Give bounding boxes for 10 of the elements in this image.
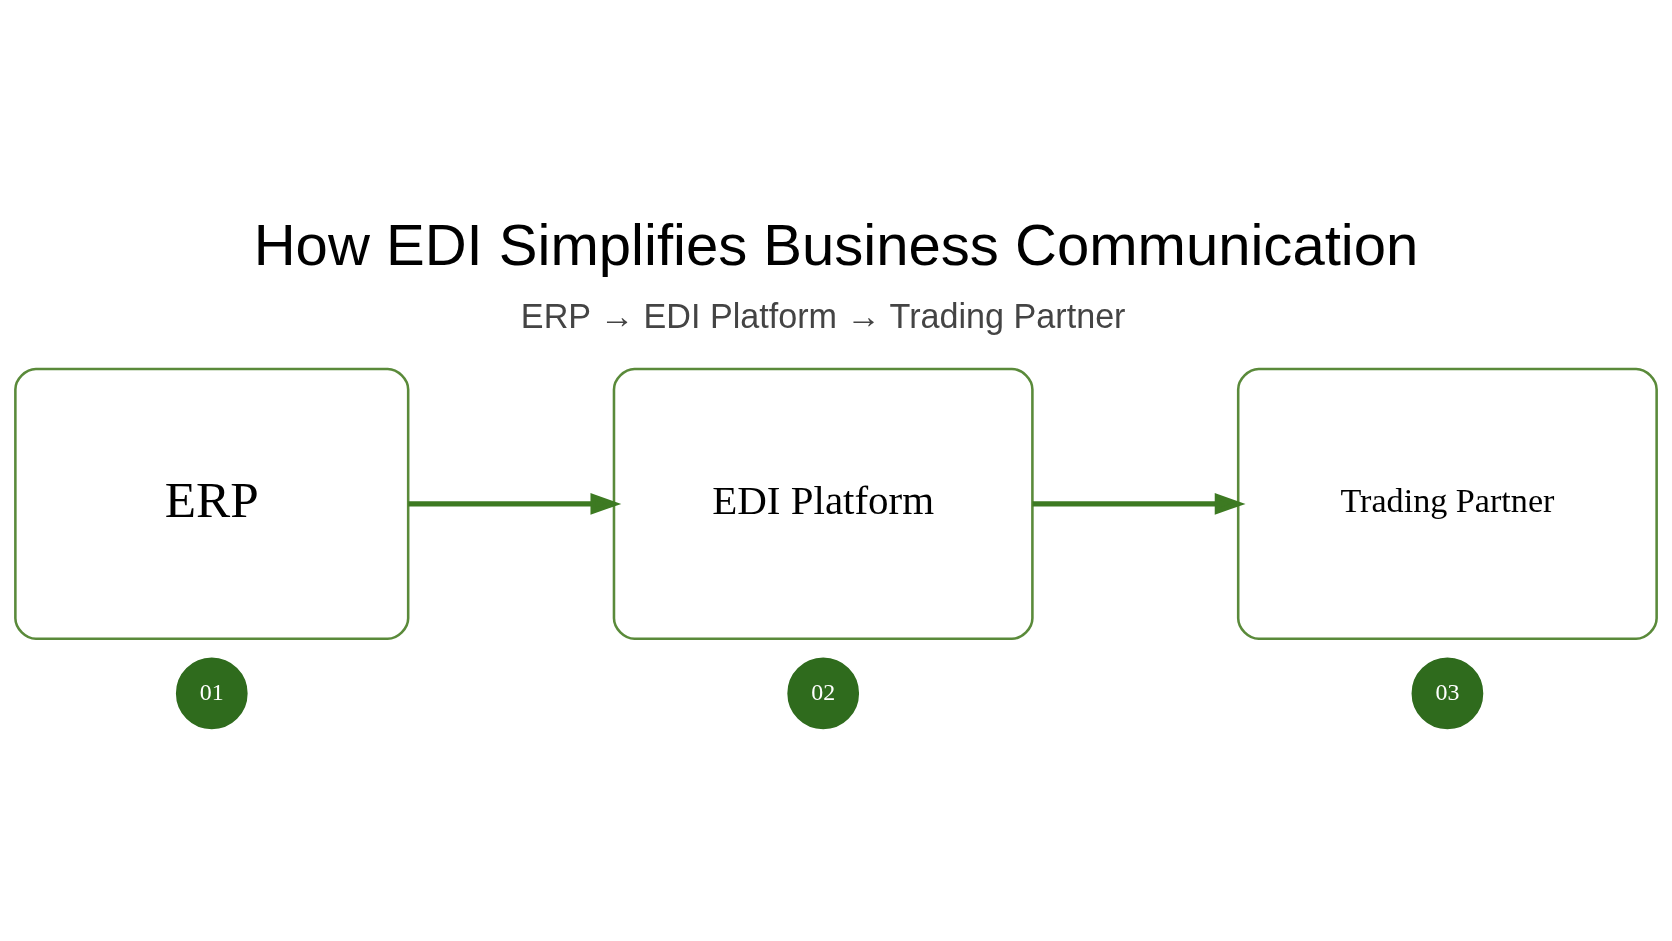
node-box: ERP: [14, 367, 410, 640]
arrow: [408, 492, 622, 515]
arrow: [1032, 492, 1246, 515]
node-box: Trading Partner: [1236, 367, 1658, 640]
node-box: EDI Platform: [612, 367, 1034, 640]
node-circle: 03: [1409, 655, 1485, 731]
diagram-title: How EDI Simplifies Business Communication: [253, 211, 1419, 277]
node-circle: 01: [174, 655, 250, 731]
node-circle: 02: [785, 655, 861, 731]
label: ERP → EDI Platform → Trading Partner: [520, 296, 1126, 335]
